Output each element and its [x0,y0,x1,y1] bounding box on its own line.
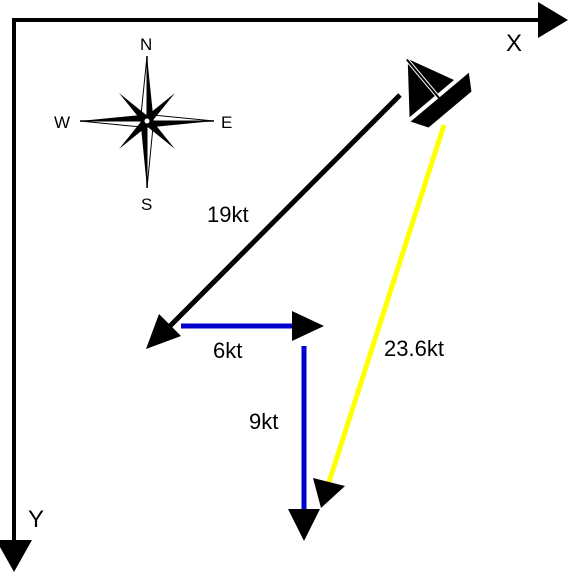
y-axis-arrowhead [0,540,32,572]
y-axis-label: Y [28,506,44,533]
compass-south-label: S [141,195,152,214]
vector-19kt-line [168,93,402,328]
vector-23-6kt [313,124,447,508]
vector-9kt [288,346,320,541]
vector-19kt-label: 19kt [207,202,249,227]
compass-north-label: N [140,35,152,54]
vector-6kt-label: 6kt [213,338,242,363]
vector-9kt-arrowhead [288,509,320,541]
vector-23-6kt-arrowhead [313,478,345,508]
x-axis-label: X [506,30,522,57]
vector-23-6kt-label: 23.6kt [384,336,444,361]
vector-6kt-arrowhead [292,311,324,341]
vector-9kt-label: 9kt [249,409,278,434]
compass-west-label: W [54,113,70,132]
vector-6kt [181,311,324,341]
compass-east-label: E [221,113,232,132]
vector-19kt [146,93,402,349]
vector-19kt-arrowhead [146,314,181,349]
x-axis-arrowhead [538,2,568,38]
sailboat-icon [406,58,472,128]
vector-23-6kt-line [326,124,447,483]
compass-rose-icon [79,55,215,189]
